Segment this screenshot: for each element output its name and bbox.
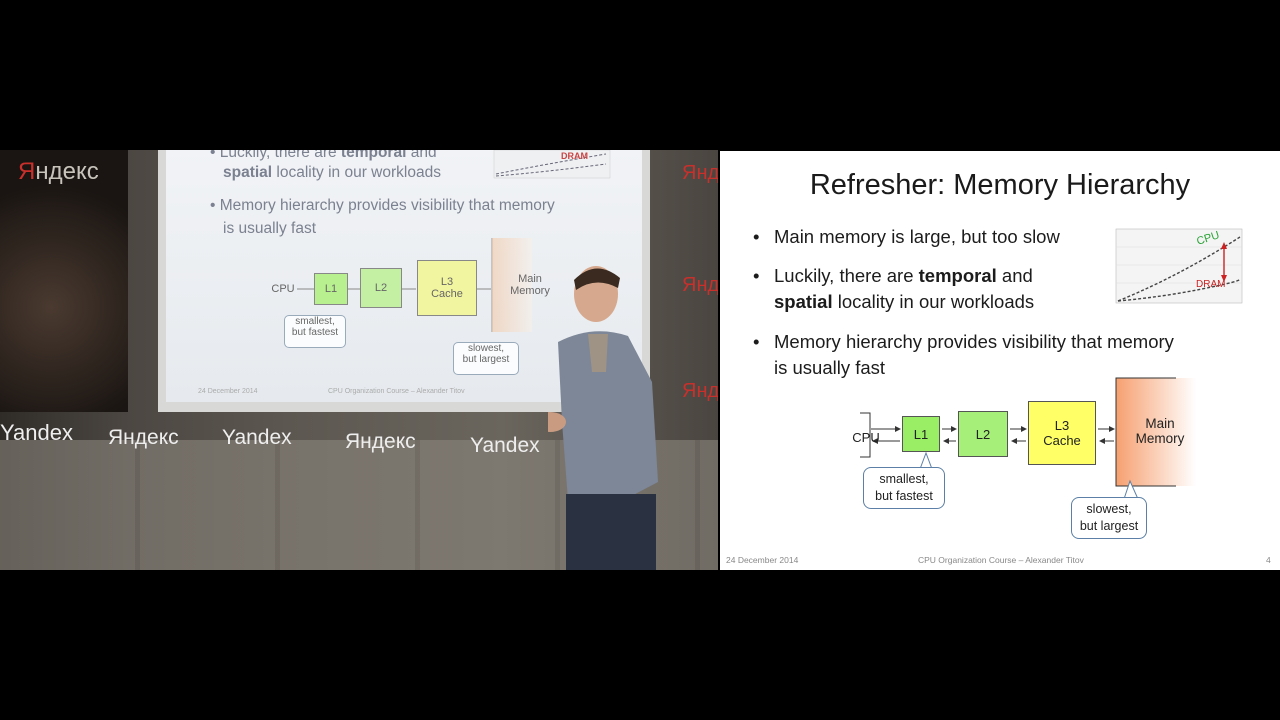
main-memory-line1: Main: [1145, 416, 1175, 431]
bullet-1: • Main memory is large, but too slow: [753, 224, 1060, 250]
cpu-label: CPU: [852, 429, 880, 445]
bubble-mem-line2: but largest: [1079, 519, 1139, 533]
projected-bubble-l1: smallest, but fastest: [284, 315, 346, 348]
l3-label-line2: Cache: [1043, 433, 1081, 448]
projected-text: Luckily, there are: [219, 150, 341, 161]
bubble-slowest-largest: slowest, but largest: [1071, 497, 1147, 539]
projected-cpu: CPU: [271, 283, 295, 295]
footer-date: 24 December 2014: [726, 555, 799, 565]
gap-arrow-tail: [1221, 275, 1227, 282]
footer-course: CPU Organization Course – Alexander Tito…: [918, 555, 1084, 565]
bullet-2-text: Luckily, there are: [774, 265, 919, 286]
l3-label-line1: L3: [1054, 418, 1070, 433]
camera-view: Яндекс • Luckily, there are temporal and…: [0, 150, 718, 570]
main-memory-label: Main Memory: [1124, 411, 1196, 451]
projected-bubble2-line1: slowest,: [467, 343, 505, 354]
bullet-2-text: locality in our workloads: [832, 291, 1035, 312]
cpu-series-line: [1117, 236, 1241, 302]
l3-cache-box: L3 Cache: [1028, 401, 1096, 465]
projected-bubble2-line2: but largest: [462, 354, 510, 365]
gap-arrow-head: [1221, 242, 1227, 249]
bullet-3: • Memory hierarchy provides visibility t…: [753, 329, 1174, 381]
projected-bold-spatial: spatial: [223, 164, 273, 181]
projected-main-memory: Main Memory: [506, 265, 554, 305]
projected-bubble1-line2: but fastest: [291, 327, 339, 338]
dram-series-line: [1117, 278, 1241, 302]
bullet-2: • Luckily, there are temporal and spatial…: [753, 263, 1034, 315]
projected-text: is usually fast: [223, 220, 317, 237]
bullet-dot: •: [753, 331, 760, 352]
bubble-smallest-fastest: smallest, but fastest: [863, 467, 945, 509]
yandex-logo: Яндекс: [18, 158, 99, 185]
dram-series-label: DRAM: [1196, 279, 1225, 290]
bubble-l1-line1: smallest,: [879, 472, 929, 486]
projected-l2: L2: [360, 268, 402, 308]
yandex-logo: Yandex: [222, 426, 292, 449]
projected-footer-date: 24 December 2014: [198, 388, 258, 395]
slide: Refresher: Memory Hierarchy • Main memor…: [720, 151, 1280, 570]
bullet-2-bold-spatial: spatial: [774, 291, 833, 312]
bullet-2-text: and: [996, 265, 1033, 286]
projected-l3-line1: L3: [440, 276, 454, 288]
projected-text: Memory hierarchy provides visibility tha…: [219, 197, 555, 214]
bullet-1-text: Main memory is large, but too slow: [774, 226, 1060, 247]
yandex-logo: Янд: [682, 162, 718, 184]
bullet-dot: •: [753, 265, 760, 286]
performance-chart-svg: CPU DRAM: [1115, 228, 1243, 304]
projected-l3: L3 Cache: [417, 260, 477, 316]
projected-main-line1: Main: [518, 273, 542, 285]
yandex-logo: Yandex: [470, 434, 540, 457]
bullet-3-line1: Memory hierarchy provides visibility tha…: [774, 331, 1174, 352]
yandex-logo: Yandex: [0, 420, 73, 445]
bullet-3-line2: is usually fast: [774, 357, 886, 378]
projected-footer-course: CPU Organization Course – Alexander Tito…: [328, 388, 465, 395]
projected-bubble1-line1: smallest,: [295, 316, 335, 327]
projected-l1: L1: [314, 273, 348, 305]
presenter-figure: [548, 266, 658, 570]
projected-dram-label: DRAM: [561, 151, 588, 161]
yandex-logo: Яндекс: [345, 430, 416, 453]
main-memory-line2: Memory: [1135, 431, 1185, 446]
footer-page-number: 4: [1266, 555, 1271, 565]
yandex-logo: Янд: [682, 380, 718, 402]
bullet-2-bold-temporal: temporal: [918, 265, 997, 286]
projected-l3-line2: Cache: [431, 288, 463, 300]
projected-slide-graphics: [297, 150, 611, 332]
bullet-dot: •: [753, 226, 760, 247]
projected-bold-temporal: temporal: [340, 150, 407, 161]
chart-gridlines: [1116, 246, 1242, 284]
audience-area: [0, 150, 128, 412]
projected-text: and: [406, 150, 437, 161]
projected-text: locality in our workloads: [272, 164, 441, 181]
projected-bubble-memory: slowest, but largest: [453, 342, 519, 375]
yandex-logo: Яндекс: [108, 426, 179, 449]
chart-plot-area: [1115, 228, 1243, 304]
yandex-logo: Янд: [682, 274, 718, 296]
projected-main-line2: Memory: [510, 285, 550, 297]
bubble-mem-line1: slowest,: [1086, 502, 1132, 516]
slide-title: Refresher: Memory Hierarchy: [809, 169, 1191, 201]
bubble-l1-line2: but fastest: [875, 489, 933, 503]
l1-cache-box: L1: [902, 416, 940, 452]
l2-cache-box: L2: [958, 411, 1008, 457]
performance-chart: CPU DRAM: [1102, 227, 1247, 317]
